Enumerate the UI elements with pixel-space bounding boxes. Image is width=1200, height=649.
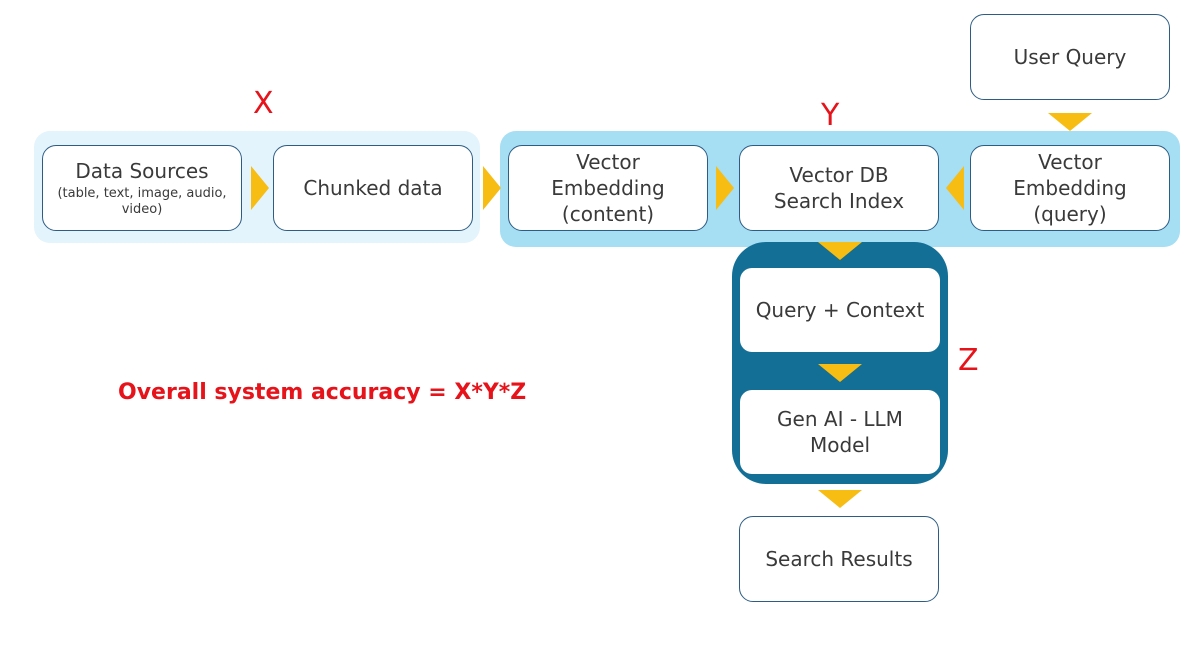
zone-label-x: X [253,86,274,121]
vector-embedding-content-node: Vector Embedding (content) [508,145,708,231]
accuracy-formula: Overall system accuracy = X*Y*Z [118,380,527,405]
chunked-data-node: Chunked data [273,145,473,231]
query-context-node: Query + Context [740,268,940,352]
data-sources-title: Data Sources [75,158,209,183]
vector-embedding-content-line2: Embedding [551,176,665,200]
arrow-down-icon [818,364,862,382]
vector-db-line1: Vector DB [789,163,889,187]
vector-embedding-content-line1: Vector [576,150,640,174]
gen-ai-line2: Model [809,433,871,457]
vector-db-line2: Search Index [773,189,905,213]
user-query-label: User Query [1013,45,1127,69]
arrow-right-icon [483,166,501,210]
vector-embedding-query-line3: (query) [1033,202,1107,226]
gen-ai-line1: Gen AI - LLM [777,407,903,431]
arrow-right-icon [251,166,269,210]
arrow-left-icon [946,166,964,210]
arrow-down-icon [818,242,862,260]
vector-embedding-query-line2: Embedding [1013,176,1127,200]
vector-embedding-query-node: Vector Embedding (query) [970,145,1170,231]
vector-db-node: Vector DB Search Index [739,145,939,231]
data-sources-node: Data Sources (table, text, image, audio,… [42,145,242,231]
arrow-right-icon [716,166,734,210]
arrow-down-icon [1048,113,1092,131]
vector-embedding-query-line1: Vector [1038,150,1102,174]
zone-label-z: Z [958,343,979,378]
arrow-down-icon [818,490,862,508]
zone-label-y: Y [821,98,840,133]
query-context-label: Query + Context [755,298,925,322]
search-results-label: Search Results [765,547,913,571]
search-results-node: Search Results [739,516,939,602]
gen-ai-llm-node: Gen AI - LLM Model [740,390,940,474]
vector-embedding-content-line3: (content) [561,202,655,226]
user-query-node: User Query [970,14,1170,100]
data-sources-subtitle: (table, text, image, audio, video) [57,185,227,217]
chunked-data-label: Chunked data [303,176,443,200]
